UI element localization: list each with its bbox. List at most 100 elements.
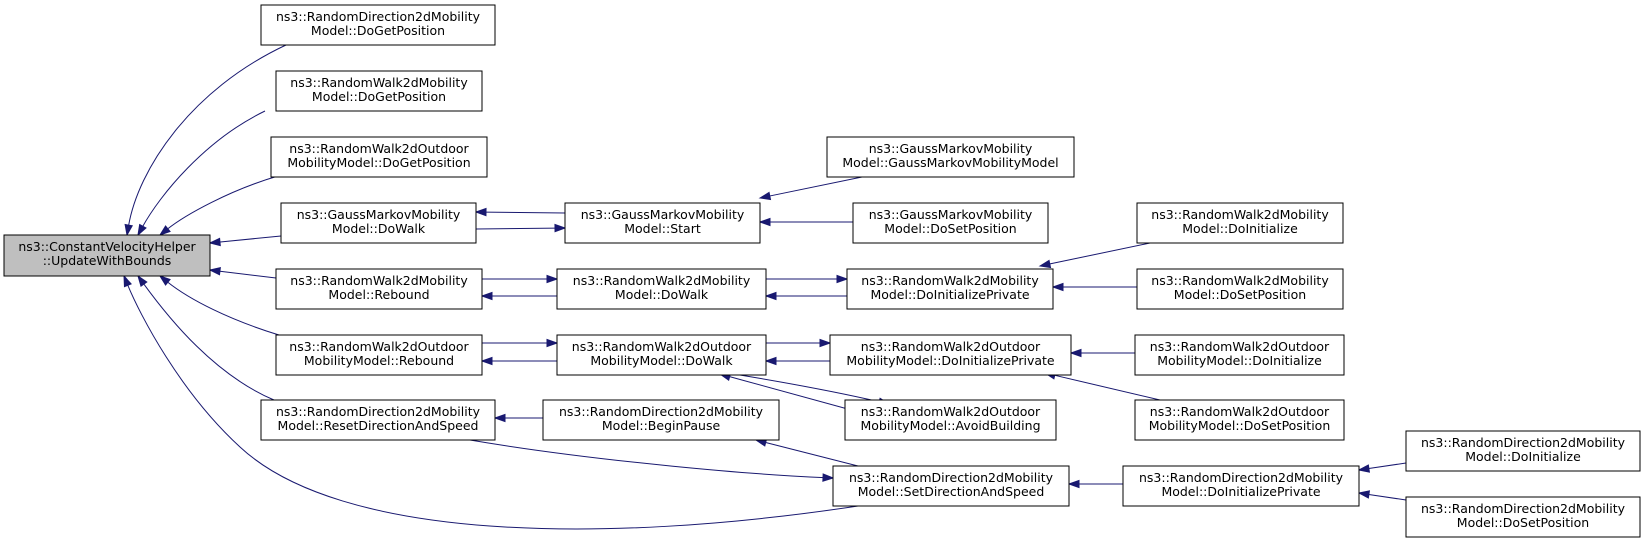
arrowhead-icon bbox=[1357, 464, 1371, 473]
node-label-line: Model::DoWalk bbox=[332, 221, 426, 236]
node-label-line: Model::DoSetPosition bbox=[1174, 287, 1306, 302]
arrowhead-icon bbox=[764, 291, 777, 301]
node-root[interactable]: ns3::ConstantVelocityHelper::UpdateWithB… bbox=[3, 234, 211, 277]
node-rwo-rebound[interactable]: ns3::RandomWalk2dOutdoorMobilityModel::R… bbox=[275, 334, 483, 376]
node-label-line: ns3::RandomWalk2dMobility bbox=[1151, 207, 1329, 222]
node-rd-beginpause[interactable]: ns3::RandomDirection2dMobilityModel::Beg… bbox=[542, 399, 780, 441]
node-label-line: MobilityModel::DoInitializePrivate bbox=[846, 353, 1055, 368]
node-label-line: Model::DoInitialize bbox=[1465, 449, 1581, 464]
node-label-line: ns3::GaussMarkovMobility bbox=[869, 141, 1033, 156]
node-gm-dowalk[interactable]: ns3::GaussMarkovMobilityModel::DoWalk bbox=[280, 202, 477, 244]
node-label-line: ns3::RandomWalk2dMobility bbox=[290, 273, 468, 288]
edge-line bbox=[1053, 374, 1161, 401]
edge-line bbox=[1048, 242, 1151, 265]
node-rwo-setpos[interactable]: ns3::RandomWalk2dOutdoorMobilityModel::D… bbox=[1134, 399, 1345, 441]
node-rd-initpriv[interactable]: ns3::RandomDirection2dMobilityModel::DoI… bbox=[1122, 465, 1360, 507]
node-label-line: Model::DoInitializePrivate bbox=[1161, 484, 1320, 499]
node-box bbox=[1405, 430, 1641, 472]
edge-rd_beginpause-to-rd_reset bbox=[493, 413, 543, 423]
node-rd-getpos[interactable]: ns3::RandomDirection2dMobilityModel::DoG… bbox=[260, 4, 496, 46]
node-rw-getpos[interactable]: ns3::RandomWalk2dMobilityModel::DoGetPos… bbox=[275, 70, 483, 112]
node-rd-setpos[interactable]: ns3::RandomDirection2dMobilityModel::DoS… bbox=[1405, 496, 1641, 538]
edge-rw_rebound-to-rw_dowalk bbox=[482, 274, 559, 284]
edge-rw_init-to-rw_initpriv bbox=[1038, 242, 1151, 269]
edge-rwo_initpriv-to-rwo_dowalk bbox=[764, 356, 830, 366]
node-label-line: Model::DoInitializePrivate bbox=[870, 287, 1029, 302]
node-layer: ns3::ConstantVelocityHelper::UpdateWithB… bbox=[3, 4, 1641, 538]
node-rd-setdir[interactable]: ns3::RandomDirection2dMobilityModel::Set… bbox=[832, 465, 1070, 507]
node-label-line: ns3::RandomDirection2dMobility bbox=[849, 470, 1054, 485]
node-label-line: ns3::RandomWalk2dOutdoor bbox=[289, 339, 469, 354]
node-rwo-dowalk[interactable]: ns3::RandomWalk2dOutdoorMobilityModel::D… bbox=[556, 334, 767, 376]
node-label-line: Model::Rebound bbox=[328, 287, 429, 302]
edge-line bbox=[475, 227, 557, 230]
node-label-line: ns3::RandomWalk2dMobility bbox=[290, 75, 468, 90]
arrowhead-icon bbox=[546, 274, 559, 284]
node-label-line: Model::GaussMarkovMobilityModel bbox=[842, 155, 1058, 170]
node-label-line: ns3::RandomWalk2dMobility bbox=[861, 273, 1039, 288]
arrowhead-icon bbox=[208, 237, 221, 247]
node-label-line: ns3::RandomDirection2dMobility bbox=[1421, 501, 1626, 516]
edge-rd_reset-to-rd_setdir bbox=[469, 439, 835, 482]
node-box bbox=[275, 334, 483, 376]
edge-line bbox=[126, 284, 859, 530]
node-label-line: MobilityModel::DoInitialize bbox=[1157, 353, 1322, 368]
node-rd-init[interactable]: ns3::RandomDirection2dMobilityModel::DoI… bbox=[1405, 430, 1641, 472]
arrowhead-icon bbox=[758, 191, 772, 201]
node-rw-initpriv[interactable]: ns3::RandomWalk2dMobilityModel::DoInitia… bbox=[846, 268, 1054, 310]
edge-line bbox=[218, 235, 282, 243]
node-rw-init[interactable]: ns3::RandomWalk2dMobilityModel::DoInitia… bbox=[1136, 202, 1344, 244]
edge-line bbox=[764, 441, 859, 467]
edge-rwo_dowalk-to-rwo_rebound bbox=[480, 356, 557, 366]
node-label-line: Model::DoSetPosition bbox=[884, 221, 1016, 236]
node-label-line: ns3::RandomDirection2dMobility bbox=[1139, 470, 1344, 485]
node-label-line: MobilityModel::AvoidBuilding bbox=[860, 418, 1040, 433]
node-label-line: ns3::RandomDirection2dMobility bbox=[276, 404, 481, 419]
edge-rw_setpos-to-rw_initpriv bbox=[1051, 282, 1137, 292]
node-gm-start[interactable]: ns3::GaussMarkovMobilityModel::Start bbox=[564, 202, 761, 244]
node-box bbox=[556, 268, 767, 310]
arrowhead-icon bbox=[758, 217, 771, 227]
edge-gm_setpos-to-gm_start bbox=[758, 217, 853, 227]
edge-line bbox=[469, 439, 825, 479]
node-box bbox=[564, 202, 761, 244]
edge-rd_setdir-to-rd_beginpause bbox=[754, 438, 859, 467]
edge-rwo_dowalk-to-rwo_initpriv bbox=[766, 338, 832, 348]
edge-gm_dowalk-to-gm_start bbox=[475, 223, 567, 233]
edge-gm_ctor-to-gm_start bbox=[758, 176, 863, 201]
node-rwo-getpos[interactable]: ns3::RandomWalk2dOutdoorMobilityModel::D… bbox=[270, 136, 488, 178]
node-rwo-init[interactable]: ns3::RandomWalk2dOutdoorMobilityModel::D… bbox=[1134, 334, 1345, 376]
edge-line bbox=[128, 44, 287, 227]
edge-rd_setdir-to-root bbox=[123, 274, 859, 530]
node-box bbox=[3, 234, 211, 277]
node-rw-setpos[interactable]: ns3::RandomWalk2dMobilityModel::DoSetPos… bbox=[1136, 268, 1344, 310]
arrowhead-icon bbox=[1067, 479, 1080, 489]
edge-rw_dowalk-to-rw_initpriv bbox=[766, 274, 849, 284]
node-gm-ctor[interactable]: ns3::GaussMarkovMobilityModel::GaussMark… bbox=[826, 136, 1075, 178]
edge-gm_dowalk-to-root bbox=[208, 235, 282, 247]
arrowhead-icon bbox=[764, 356, 777, 366]
node-rd-reset[interactable]: ns3::RandomDirection2dMobilityModel::Res… bbox=[260, 399, 496, 441]
node-rwo-avoid[interactable]: ns3::RandomWalk2dOutdoorMobilityModel::A… bbox=[844, 399, 1057, 441]
node-label-line: ns3::GaussMarkovMobility bbox=[581, 207, 745, 222]
edge-line bbox=[1367, 462, 1407, 470]
node-gm-setpos[interactable]: ns3::GaussMarkovMobilityModel::DoSetPosi… bbox=[852, 202, 1049, 244]
arrowhead-icon bbox=[480, 356, 493, 366]
arrowhead-icon bbox=[822, 473, 835, 482]
edge-rwo_rebound-to-root bbox=[158, 275, 280, 336]
node-label-line: Model::ResetDirectionAndSpeed bbox=[278, 418, 479, 433]
node-label-line: ::UpdateWithBounds bbox=[43, 253, 172, 268]
node-label-line: ns3::RandomWalk2dMobility bbox=[1151, 273, 1329, 288]
edge-line bbox=[142, 282, 275, 401]
node-box bbox=[280, 202, 477, 244]
edge-rw_rebound-to-root bbox=[208, 266, 277, 279]
node-label-line: ns3::RandomWalk2dMobility bbox=[573, 273, 751, 288]
arrowhead-icon bbox=[123, 274, 132, 288]
node-label-line: ns3::RandomDirection2dMobility bbox=[276, 9, 481, 24]
node-box bbox=[1405, 496, 1641, 538]
node-label-line: MobilityModel::DoGetPosition bbox=[287, 155, 470, 170]
node-rwo-initpriv[interactable]: ns3::RandomWalk2dOutdoorMobilityModel::D… bbox=[829, 334, 1072, 376]
